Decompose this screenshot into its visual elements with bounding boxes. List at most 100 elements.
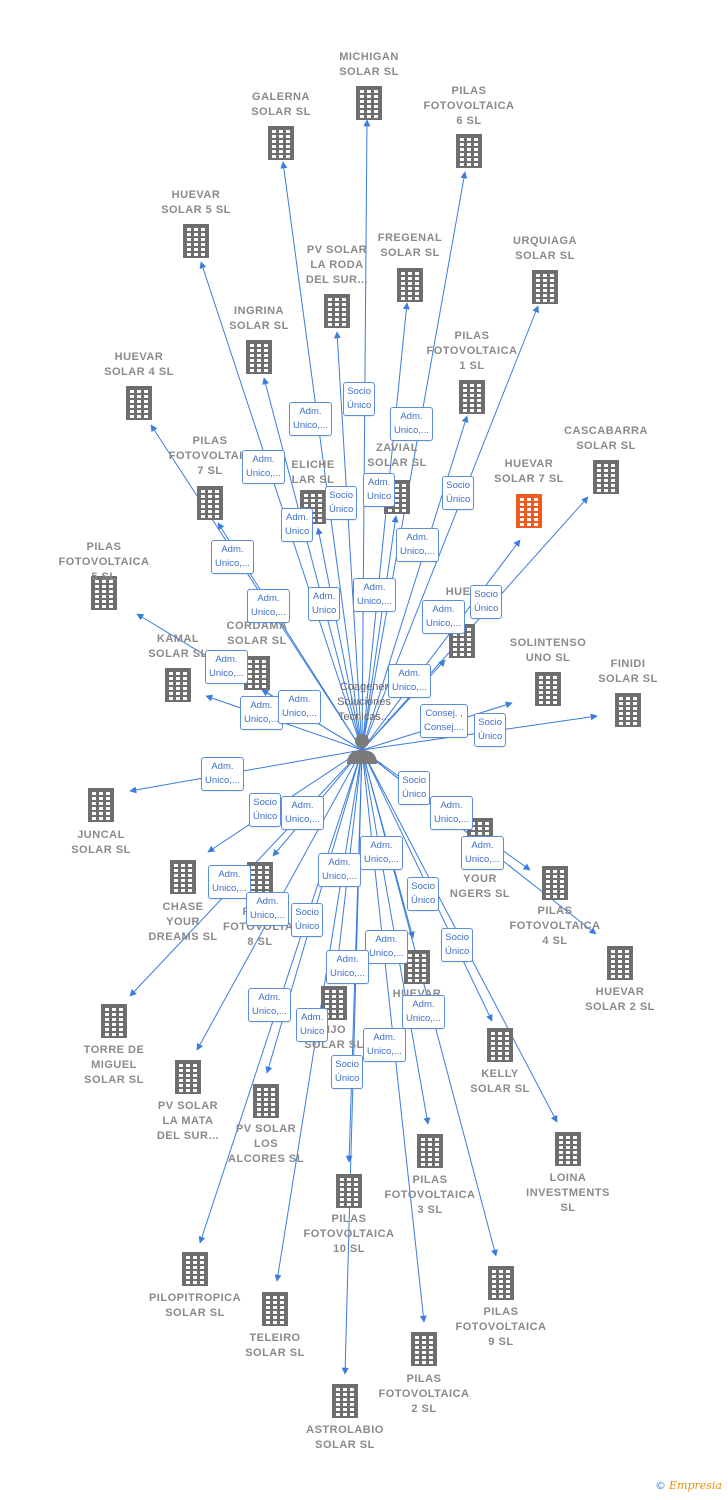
building-icon[interactable] [91, 576, 117, 610]
relation-label[interactable]: Adm. Unico,... [318, 853, 361, 887]
company-label[interactable]: HUEVAR SOLAR 4 SL [104, 351, 174, 378]
company-node-finidi[interactable]: FINIDI SOLAR SL [598, 657, 658, 687]
company-node-pvmata[interactable]: PV SOLAR LA MATA DEL SUR... [157, 1099, 219, 1144]
relation-label[interactable]: Adm. Unico,... [211, 540, 254, 574]
company-node-huev[interactable]: HUEV [446, 585, 479, 600]
company-label[interactable]: PILAS FOTOVOLTAICA 10 SL [303, 1213, 395, 1255]
company-label[interactable]: HUEV [445, 586, 479, 598]
building-icon[interactable] [487, 1028, 513, 1062]
company-label[interactable]: HUEVAR SOLAR 5 SL [161, 189, 231, 216]
company-node-kelly[interactable]: KELLY SOLAR SL [470, 1067, 530, 1097]
relation-label[interactable]: Adm. Unico,... [208, 865, 251, 899]
relation-label[interactable]: Adm. Unico,... [278, 690, 321, 724]
company-node-pilas2[interactable]: PILAS FOTOVOLTAICA 2 SL [379, 1372, 470, 1417]
building-icon[interactable] [268, 126, 294, 160]
company-node-cascabarra[interactable]: CASCABARRA SOLAR SL [564, 424, 648, 454]
company-node-pilas3[interactable]: PILAS FOTOVOLTAICA 3 SL [385, 1173, 476, 1218]
company-label[interactable]: ZAVIAL SOLAR SL [367, 442, 427, 469]
company-node-ingrina[interactable]: INGRINA SOLAR SL [229, 304, 289, 334]
relation-label[interactable]: Adm. Unico,... [363, 1028, 406, 1062]
building-icon[interactable] [615, 693, 641, 727]
relation-label[interactable]: Adm. Unico,... [242, 450, 285, 484]
relation-label[interactable]: Adm. Unico,... [365, 930, 408, 964]
company-label[interactable]: PILAS FOTOVOLTAIC 7 SL [168, 435, 252, 477]
relation-label[interactable]: Socio Único [291, 903, 324, 937]
building-icon[interactable] [324, 294, 350, 328]
company-node-loina[interactable]: LOINA INVESTMENTS SL [526, 1171, 610, 1216]
building-icon[interactable] [101, 1004, 127, 1038]
building-icon[interactable] [332, 1384, 358, 1418]
company-node-pilas1[interactable]: PILAS FOTOVOLTAICA 1 SL [427, 329, 518, 374]
company-node-fregenal[interactable]: FREGENAL SOLAR SL [378, 231, 443, 261]
building-icon[interactable] [593, 460, 619, 494]
company-node-pilas4[interactable]: PILAS FOTOVOLTAICA 4 SL [510, 904, 601, 949]
building-icon[interactable] [459, 380, 485, 414]
building-icon[interactable] [417, 1134, 443, 1168]
building-icon[interactable] [247, 862, 273, 896]
relation-label[interactable]: Adm. Unico,... [247, 589, 290, 623]
company-label[interactable]: JUNCAL SOLAR SL [71, 829, 131, 856]
company-label[interactable]: HUEVAR SOLAR 2 SL [585, 986, 655, 1013]
company-label[interactable]: INGRINA SOLAR SL [229, 305, 289, 332]
relation-label[interactable]: Adm. Unico,... [461, 836, 504, 870]
relation-label[interactable]: Adm. Unico,... [353, 578, 396, 612]
company-node-pilas7[interactable]: PILAS FOTOVOLTAIC 7 SL [169, 434, 252, 479]
company-label[interactable]: ELICHE LAR SL [291, 459, 335, 486]
relation-label[interactable]: Adm. Unico,... [430, 796, 473, 830]
building-icon[interactable] [555, 1132, 581, 1166]
company-node-torre[interactable]: TORRE DE MIGUEL SOLAR SL [84, 1043, 145, 1088]
company-label[interactable]: HUEVAR SOLAR 7 SL [494, 458, 564, 485]
building-icon[interactable] [246, 340, 272, 374]
company-node-michigan[interactable]: MICHIGAN SOLAR SL [339, 50, 399, 80]
company-label[interactable]: LOINA INVESTMENTS SL [526, 1172, 610, 1214]
relation-label[interactable]: Socio Único [249, 793, 282, 827]
company-node-huevar4[interactable]: HUEVAR SOLAR 4 SL [104, 350, 174, 380]
company-node-chase[interactable]: CHASE YOUR DREAMS SL [148, 900, 217, 945]
company-label[interactable]: CASCABARRA SOLAR SL [564, 425, 648, 452]
relation-label[interactable]: Adm. Unico,... [246, 892, 289, 926]
relation-label[interactable]: Socio Único [407, 877, 440, 911]
company-node-teleiro[interactable]: TELEIRO SOLAR SL [245, 1331, 305, 1361]
company-node-huevar7[interactable]: HUEVAR SOLAR 7 SL [494, 457, 564, 487]
company-node-juncal[interactable]: JUNCAL SOLAR SL [71, 828, 131, 858]
relation-label[interactable]: Adm. Unico [363, 473, 396, 507]
company-label[interactable]: GALERNA SOLAR SL [251, 91, 311, 118]
company-label[interactable]: PILAS FOTOVOLTAICA 5 SL [58, 541, 150, 583]
building-icon[interactable] [411, 1332, 437, 1366]
company-node-huevar2[interactable]: HUEVAR SOLAR 2 SL [585, 985, 655, 1015]
building-icon[interactable] [253, 1084, 279, 1118]
building-icon[interactable] [516, 494, 542, 528]
building-icon[interactable] [88, 788, 114, 822]
company-label[interactable]: KELLY SOLAR SL [470, 1068, 530, 1095]
relation-label[interactable]: Adm. Unico,... [360, 836, 403, 870]
relation-label[interactable]: Adm. Unico,... [396, 528, 439, 562]
company-node-cordama[interactable]: CORDAMA SOLAR SL [227, 619, 288, 649]
company-node-pilas6[interactable]: PILAS FOTOVOLTAICA 6 SL [424, 84, 515, 129]
company-node-zavial[interactable]: ZAVIAL SOLAR SL [367, 441, 427, 471]
center-person-label[interactable]: Coagener Soluciones Tecnicas... [337, 681, 391, 723]
company-node-eliche[interactable]: ELICHE LAR SL [291, 458, 334, 488]
company-label[interactable]: PILAS FOTOVOLTAICA 3 SL [384, 1174, 476, 1216]
relation-label[interactable]: Adm. Unico [281, 508, 314, 542]
company-node-pilas10[interactable]: PILAS FOTOVOLTAICA 10 SL [304, 1212, 395, 1257]
company-label[interactable]: TELEIRO SOLAR SL [245, 1332, 305, 1359]
relation-label[interactable]: Adm. Unico,... [205, 650, 248, 684]
relation-label[interactable]: Adm. Unico,... [240, 696, 283, 730]
company-label[interactable]: TORRE DE MIGUEL SOLAR SL [83, 1044, 145, 1086]
building-icon[interactable] [321, 986, 347, 1020]
relation-label[interactable]: Socio Único [442, 476, 475, 510]
building-icon[interactable] [535, 672, 561, 706]
company-label[interactable]: PV SOLAR LA RODA DEL SUR... [305, 244, 369, 286]
building-icon[interactable] [165, 668, 191, 702]
company-label[interactable]: KAMAL SOLAR SL [148, 633, 208, 660]
relation-label[interactable]: Socio Único [331, 1055, 364, 1089]
company-label[interactable]: PILAS FOTOVOLTAICA 9 SL [455, 1306, 547, 1348]
building-icon[interactable] [175, 1060, 201, 1094]
relation-label[interactable]: Socio Único [470, 585, 503, 619]
company-label[interactable]: FINIDI SOLAR SL [598, 658, 658, 685]
company-node-kamal[interactable]: KAMAL SOLAR SL [148, 632, 208, 662]
relation-label[interactable]: Adm. Unico,... [326, 950, 369, 984]
company-node-pilas5[interactable]: PILAS FOTOVOLTAICA 5 SL [59, 540, 150, 585]
person-icon[interactable] [347, 734, 377, 764]
building-icon[interactable] [336, 1174, 362, 1208]
